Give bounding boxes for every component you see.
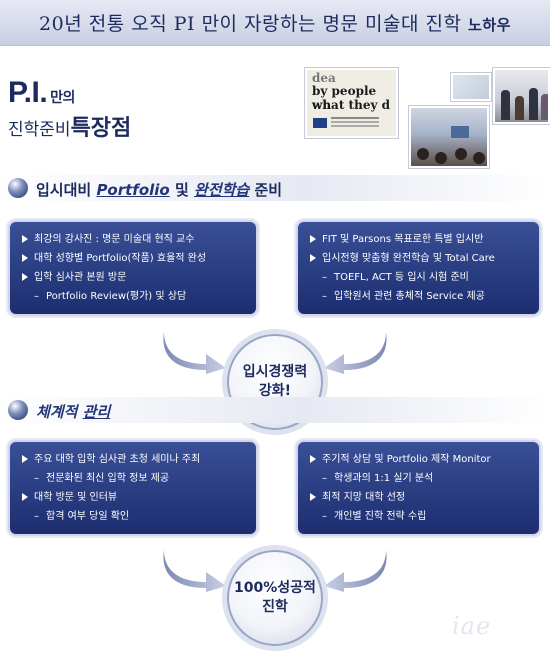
- list-item: 주기적 상담 및 Portfolio 제작 Monitor: [308, 450, 529, 469]
- section1-goal-text: 입시경쟁력 강화!: [242, 364, 308, 399]
- student-head: [435, 152, 447, 164]
- section2-goal-text: 100%성공적 진학: [234, 580, 316, 615]
- section1-bar: [0, 175, 550, 201]
- list-item: 최적 지망 대학 선정: [308, 488, 529, 507]
- hero-subtitle-text: 진학준비: [8, 120, 71, 140]
- list-item: 최강의 강사진 : 명문 미술대 현직 교수: [20, 230, 246, 249]
- book-photo-text-3: what they d: [312, 98, 390, 112]
- list-item: 대학 방문 및 인터뷰: [20, 488, 246, 507]
- section2-bar: [0, 397, 550, 423]
- pi-logo: P.I.만의: [8, 76, 75, 110]
- curved-arrow-left-icon: [324, 332, 387, 374]
- list-subitem: TOEFL, ACT 등 입시 시험 준비: [308, 268, 529, 287]
- section1-title-learning: 완전학습: [194, 181, 250, 199]
- section1-title-suffix: 준비: [254, 181, 283, 199]
- list-subitem: 학생과의 1:1 실기 분석: [308, 469, 529, 488]
- list-subitem: 전문화된 최신 입학 정보 제공: [20, 469, 246, 488]
- person-figure: [529, 88, 538, 120]
- list-item: 주요 대학 입학 심사관 초청 세미나 주최: [20, 450, 246, 469]
- classroom-screen: [451, 126, 469, 138]
- hero-subtitle: 진학준비특장점: [8, 110, 131, 142]
- list-item: 대학 성향별 Portfolio(작품) 효율적 완성: [20, 249, 246, 268]
- person-figure: [541, 94, 548, 120]
- section1-right-box: FIT 및 Parsons 목표로한 특별 입시반 입시전형 맞춤형 완전학습 …: [296, 220, 541, 316]
- section2-goal-circle: 100%성공적 진학: [227, 550, 323, 646]
- section2-title-management: 관리: [82, 403, 111, 421]
- classroom-photo: [409, 106, 489, 168]
- book-photo-text-2: by people wh: [312, 84, 377, 112]
- banner-title-text: 20년 전통 오직 PI 만이 자랑하는 명문 미술대 진학: [39, 13, 462, 35]
- section2-right-box: 주기적 상담 및 Portfolio 제작 Monitor 학생과의 1:1 실…: [296, 440, 541, 536]
- section1-title-mid: 및: [174, 181, 189, 199]
- person-figure: [501, 90, 510, 120]
- iae-logo: iae: [452, 612, 492, 640]
- list-subitem: Portfolio Review(평가) 및 상담: [20, 287, 246, 306]
- section2-bullet-icon: [8, 400, 28, 420]
- student-head: [473, 152, 485, 164]
- list-subitem: 입학원서 관련 총체적 Service 제공: [308, 287, 529, 306]
- section1-title: 입시대비 Portfolio 및 완전학습 준비: [36, 179, 282, 200]
- section2-title-systematic: 체계적: [36, 403, 78, 421]
- fit-logo-icon: [313, 118, 327, 128]
- curved-arrow-right-icon: [163, 550, 226, 592]
- list-item: 입시전형 맞춤형 완전학습 및 Total Care: [308, 249, 529, 268]
- fit-caption-lines: [331, 117, 379, 119]
- pi-logo-text: P.I.: [8, 76, 48, 109]
- banner-title: 20년 전통 오직 PI 만이 자랑하는 명문 미술대 진학 노하우: [0, 9, 550, 36]
- pi-logo-suffix: 만의: [50, 89, 75, 105]
- student-head: [417, 148, 429, 160]
- section1-bullet-icon: [8, 178, 28, 198]
- banner-emphasis: 노하우: [468, 16, 511, 34]
- section2-left-box: 주요 대학 입학 심사관 초청 세미나 주최 전문화된 최신 입학 정보 제공 …: [8, 440, 258, 536]
- section1-title-prefix: 입시대비: [36, 181, 92, 199]
- book-photo: dea by people wh what they d: [305, 68, 398, 138]
- list-item: FIT 및 Parsons 목표로한 특별 입시반: [308, 230, 529, 249]
- placeholder-photo: [451, 73, 491, 101]
- list-subitem: 합격 여부 당일 확인: [20, 507, 246, 526]
- section1-left-box: 최강의 강사진 : 명문 미술대 현직 교수 대학 성향별 Portfolio(…: [8, 220, 258, 316]
- curved-arrow-right-icon: [163, 332, 226, 374]
- list-item: 입학 심사관 본원 방문: [20, 268, 246, 287]
- section2-title: 체계적 관리: [36, 401, 110, 422]
- curved-arrow-left-icon: [324, 550, 387, 592]
- section1-title-portfolio: Portfolio: [96, 181, 170, 199]
- header-banner: 20년 전통 오직 PI 만이 자랑하는 명문 미술대 진학 노하우: [0, 0, 550, 46]
- list-subitem: 개인별 진학 전략 수립: [308, 507, 529, 526]
- person-figure: [515, 96, 524, 120]
- student-head: [455, 148, 467, 160]
- book-photo-text-1: dea: [312, 71, 336, 85]
- students-photo: [493, 68, 550, 124]
- hero-subtitle-bold: 특장점: [70, 116, 132, 141]
